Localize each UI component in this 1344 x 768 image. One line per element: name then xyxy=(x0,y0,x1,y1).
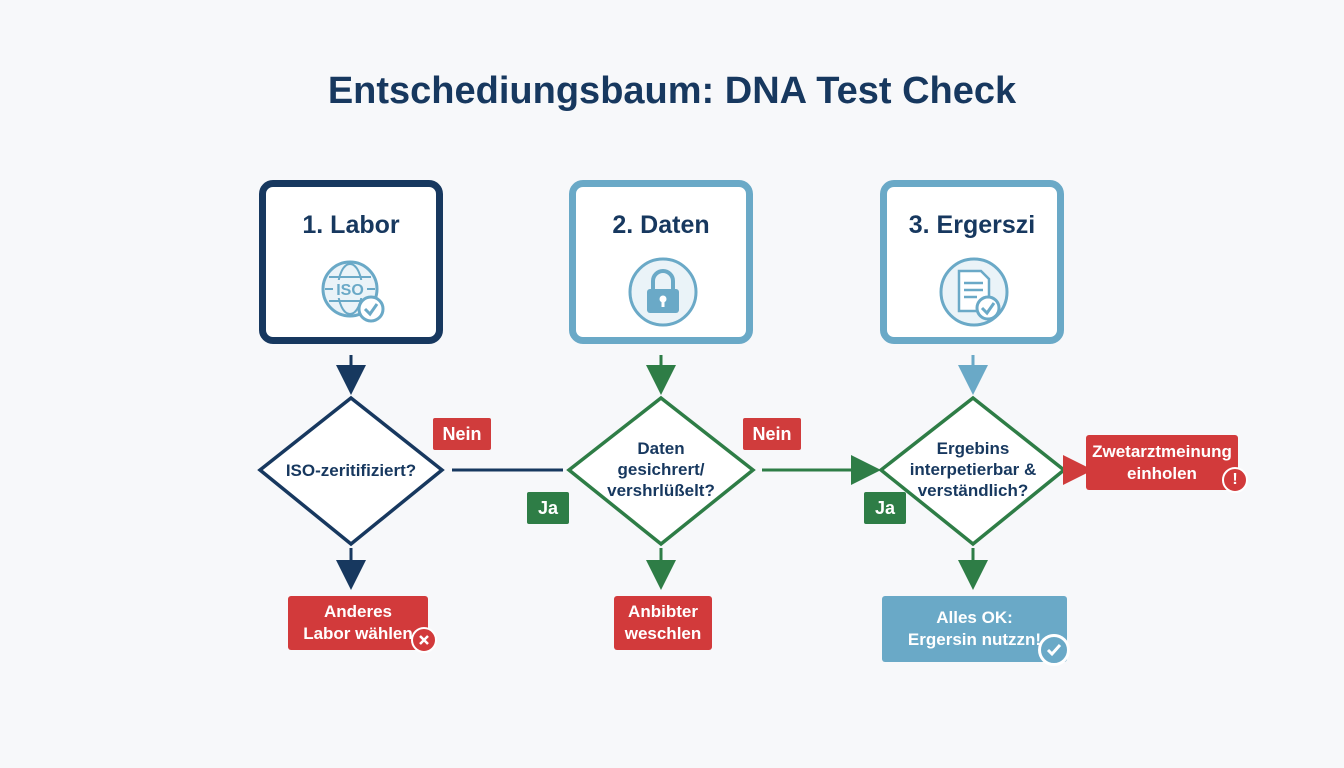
outcome-text: Alles OK: Ergersin nutzzn! xyxy=(907,608,1042,649)
decision-question-3: Ergebins interpetierbar & verständlich? xyxy=(909,439,1037,500)
decision-diamond-1 xyxy=(257,395,445,547)
outcome-zweitmeinung: Zwetarztmeinung einholen xyxy=(1086,435,1238,490)
branch-label-ja-2: Ja xyxy=(864,492,906,524)
outcome-anbieter-wechseln: Anbibter weschlen xyxy=(614,596,712,650)
outcome-text: Zwetarztmeinung einholen xyxy=(1092,441,1232,483)
document-check-icon xyxy=(937,255,1011,329)
step-box-ergebnis: 3. Ergerszi xyxy=(880,180,1064,344)
iso-icon-text: ISO xyxy=(336,282,364,299)
diagram-title: Entschediungsbaum: DNA Test Check xyxy=(327,70,1017,112)
decision-question-1: ISO-zeritifiziert? xyxy=(285,461,417,480)
step-label: 1. Labor xyxy=(302,211,400,239)
branch-label-ja-1: Ja xyxy=(527,492,569,524)
outcome-text: Anbibter weschlen xyxy=(624,602,702,643)
decision-diamond-2 xyxy=(566,395,756,547)
step-label: 2. Daten xyxy=(612,211,710,239)
step-box-labor: 1. Labor ISO xyxy=(259,180,443,344)
decision-diamond-3 xyxy=(878,395,1067,547)
iso-globe-check-icon: ISO xyxy=(316,255,390,329)
exclamation-circle-icon: ! xyxy=(1222,467,1248,493)
branch-label-nein-1: Nein xyxy=(433,418,491,450)
decision-question-2: Daten gesichrert/ vershrlüßelt? xyxy=(607,439,715,500)
padlock-icon xyxy=(626,255,700,329)
check-circle-icon xyxy=(1038,634,1070,666)
step-box-daten: 2. Daten xyxy=(569,180,753,344)
outcome-text: Anderes Labor wählen xyxy=(303,602,413,643)
outcome-alles-ok: Alles OK: Ergersin nutzzn! xyxy=(882,596,1067,662)
x-circle-icon xyxy=(411,627,437,653)
branch-label-nein-2: Nein xyxy=(743,418,801,450)
outcome-anderes-labor: Anderes Labor wählen xyxy=(288,596,428,650)
step-label: 3. Ergerszi xyxy=(908,211,1036,239)
